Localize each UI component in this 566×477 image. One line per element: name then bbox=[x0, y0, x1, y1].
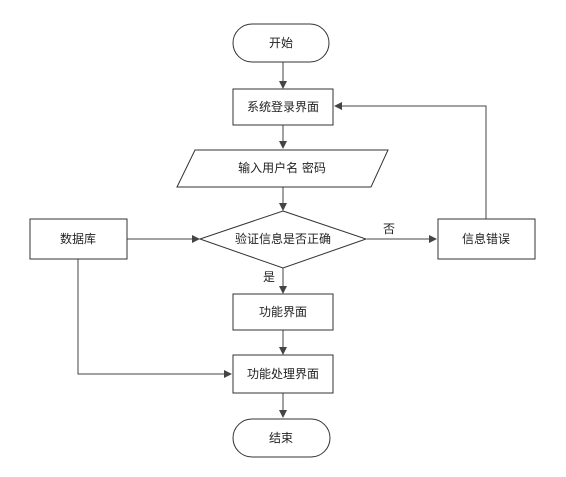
node-function bbox=[232, 293, 334, 331]
node-input bbox=[176, 149, 389, 188]
node-process-label: 功能处理界面 bbox=[247, 367, 319, 381]
node-database bbox=[29, 218, 128, 260]
edge-label-yes: 是 bbox=[263, 270, 275, 284]
node-end-label: 结束 bbox=[269, 431, 293, 445]
node-start bbox=[232, 23, 330, 63]
node-check bbox=[198, 210, 368, 269]
edge-database-process bbox=[77, 259, 232, 378]
node-login-label: 系统登录界面 bbox=[247, 99, 319, 114]
node-check-label: 验证信息是否正确 bbox=[235, 231, 331, 246]
node-database-label: 数据库 bbox=[60, 231, 96, 246]
node-function-label: 功能界面 bbox=[259, 305, 307, 319]
node-process bbox=[232, 354, 334, 394]
node-error-label: 信息错误 bbox=[462, 231, 510, 246]
node-end bbox=[232, 418, 331, 458]
node-input-label: 输入用户名 密码 bbox=[238, 160, 326, 175]
edge-error-login bbox=[334, 102, 487, 219]
node-start-label: 开始 bbox=[269, 36, 293, 50]
node-login bbox=[232, 88, 334, 126]
edge-label-no: 否 bbox=[383, 222, 395, 236]
node-error bbox=[437, 218, 536, 260]
